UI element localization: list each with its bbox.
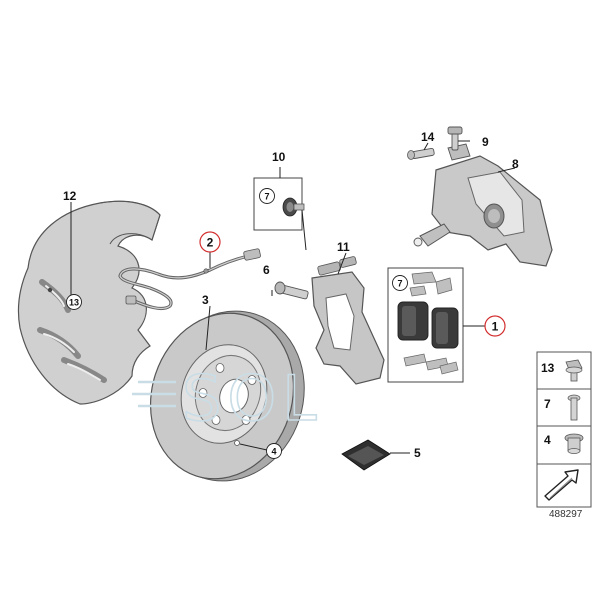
label-5: 5 <box>414 446 421 460</box>
brake-pad-set-frame <box>387 267 464 383</box>
guide-bolt <box>274 281 309 300</box>
leader-lines <box>70 140 516 454</box>
watermark: SOL <box>132 361 323 436</box>
brake-wear-sensor <box>118 248 261 311</box>
label-8: 8 <box>512 157 519 171</box>
bleeder-valve <box>407 148 435 160</box>
circled-labels: 2 1 13 7 7 4 <box>66 188 506 459</box>
catalog-number: 488297 <box>549 509 583 520</box>
part-number-labels: 12 3 6 10 11 14 9 8 5 <box>63 130 519 460</box>
label-1: 1 <box>492 320 499 334</box>
label-3: 3 <box>202 293 209 307</box>
small-parts-pack <box>341 439 391 471</box>
brake-disc <box>149 310 305 482</box>
label-2: 2 <box>207 236 214 250</box>
circle-13 <box>66 294 82 310</box>
legend-label-7: 7 <box>544 397 551 411</box>
label-6: 6 <box>263 263 270 277</box>
hex-flange-screw-icon <box>565 359 583 382</box>
label-4: 4 <box>271 447 276 457</box>
label-13: 13 <box>69 298 79 308</box>
highlight-circle-1 <box>484 315 506 337</box>
circle-4 <box>266 443 282 459</box>
bolt-icon <box>567 394 581 421</box>
label-10: 10 <box>272 150 286 164</box>
arrow-icon <box>544 469 579 501</box>
screw-set-frame <box>253 177 305 231</box>
legend-panel: 13 7 4 <box>536 351 592 508</box>
caliper-carrier-bracket <box>311 256 385 385</box>
label-12: 12 <box>63 189 77 203</box>
watermark-text: SOL <box>182 362 323 435</box>
circle-7b <box>392 275 408 291</box>
legend-label-4: 4 <box>544 433 551 447</box>
highlight-circle-2 <box>199 231 221 253</box>
label-7b: 7 <box>397 279 402 289</box>
bushing-icon <box>564 433 584 454</box>
label-9: 9 <box>482 135 489 149</box>
label-11: 11 <box>337 240 350 254</box>
brake-caliper-housing <box>413 143 553 267</box>
legend-label-13: 13 <box>541 361 555 375</box>
label-14: 14 <box>421 130 435 144</box>
circle-7 <box>259 188 275 204</box>
label-7: 7 <box>264 192 269 202</box>
